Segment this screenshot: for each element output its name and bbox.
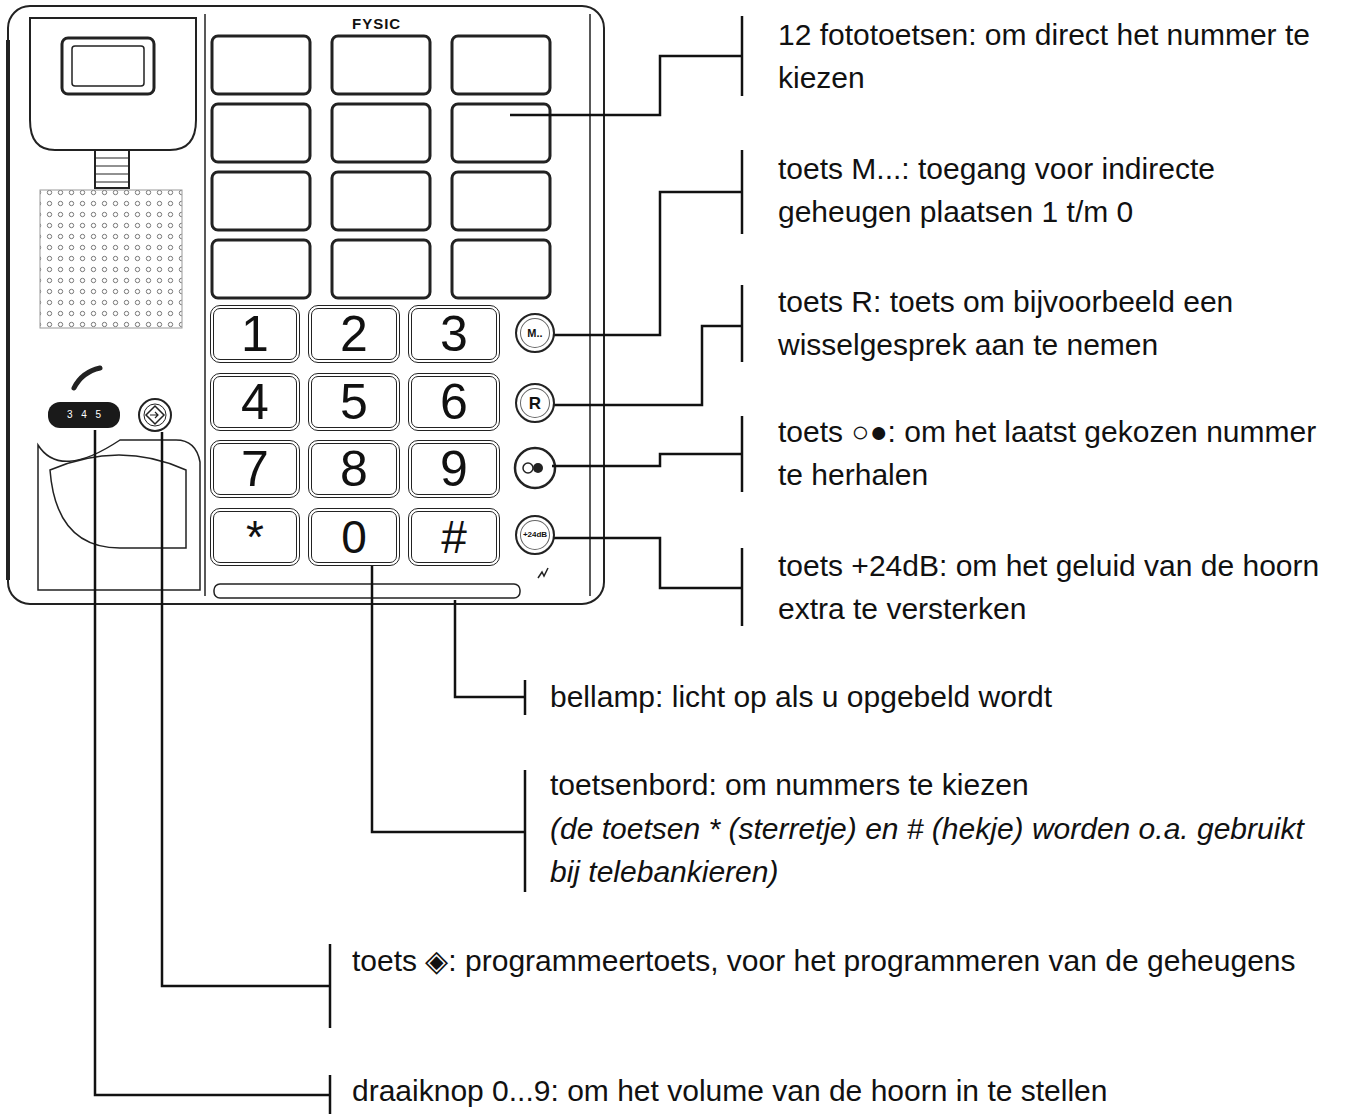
- keypad-key: 8: [308, 440, 400, 498]
- phone-housing: [8, 6, 604, 604]
- volume-knob: 3 4 5: [48, 402, 120, 428]
- keypad-key: 5: [308, 373, 400, 431]
- photo-keys: [212, 36, 550, 298]
- keypad-key: #: [408, 508, 500, 566]
- key-label: 9: [440, 444, 468, 494]
- keypad-key: 6: [408, 373, 500, 431]
- keypad-key: 3: [408, 305, 500, 363]
- key-label: 7: [241, 444, 269, 494]
- handset-icon: [74, 368, 100, 388]
- speaker-grille: [40, 190, 182, 328]
- key-label: 0: [341, 514, 367, 560]
- key-label: #: [441, 514, 467, 560]
- cord-clip: [95, 150, 129, 188]
- keypad-key: 4: [210, 373, 300, 431]
- callout-text: toets M...: toegang voor indirecte geheu…: [778, 148, 1338, 234]
- program-button: [139, 399, 171, 431]
- key-label: 6: [440, 377, 468, 427]
- callout-text: bellamp: licht op als u opgebeld wordt: [550, 676, 1330, 719]
- keypad-key: 7: [210, 440, 300, 498]
- panel-edge: [204, 14, 206, 596]
- key-label: 8: [340, 444, 368, 494]
- function-button: R: [515, 383, 555, 423]
- callout-text: toets ○●: om het laatst gekozen nummer t…: [778, 411, 1338, 497]
- brand-logo: FYSIC: [352, 16, 412, 31]
- callout-text: draaiknop 0...9: om het volume van de ho…: [352, 1070, 1337, 1113]
- bell-lamp: [214, 584, 520, 598]
- key-label: +24dB: [523, 531, 547, 539]
- key-label: 3 4 5: [67, 410, 101, 420]
- keypad-key: *: [210, 508, 300, 566]
- function-button: +24dB: [515, 515, 555, 555]
- handset-cradle: [30, 18, 196, 150]
- key-label: R: [529, 395, 541, 412]
- redial-button: [515, 448, 555, 488]
- key-label: 3: [440, 309, 468, 359]
- keypad-key: 0: [308, 508, 400, 566]
- key-label: 4: [241, 377, 269, 427]
- key-label: 5: [340, 377, 368, 427]
- callout-text: toetsenbord: om nummers te kiezen: [550, 764, 1330, 807]
- key-label: *: [246, 514, 264, 560]
- key-label: M..: [527, 328, 542, 339]
- callout-text: (de toetsen * (sterretje) en # (hekje) w…: [550, 808, 1340, 894]
- keypad-key: 9: [408, 440, 500, 498]
- callout-text: 12 fototoetsen: om direct het nummer te …: [778, 14, 1343, 100]
- function-button: M..: [515, 313, 555, 353]
- housing-dome: [38, 440, 200, 590]
- keypad-key: 1: [210, 305, 300, 363]
- key-label: 2: [340, 309, 368, 359]
- callout-text: toets R: toets om bijvoorbeeld een wisse…: [778, 281, 1338, 367]
- callout-text: toets ◈: programmeertoets, voor het prog…: [352, 940, 1337, 983]
- callout-text: toets +24dB: om het geluid van de hoorn …: [778, 545, 1338, 631]
- key-label: 1: [241, 309, 269, 359]
- keypad-key: 2: [308, 305, 400, 363]
- hook-switch: [62, 38, 154, 94]
